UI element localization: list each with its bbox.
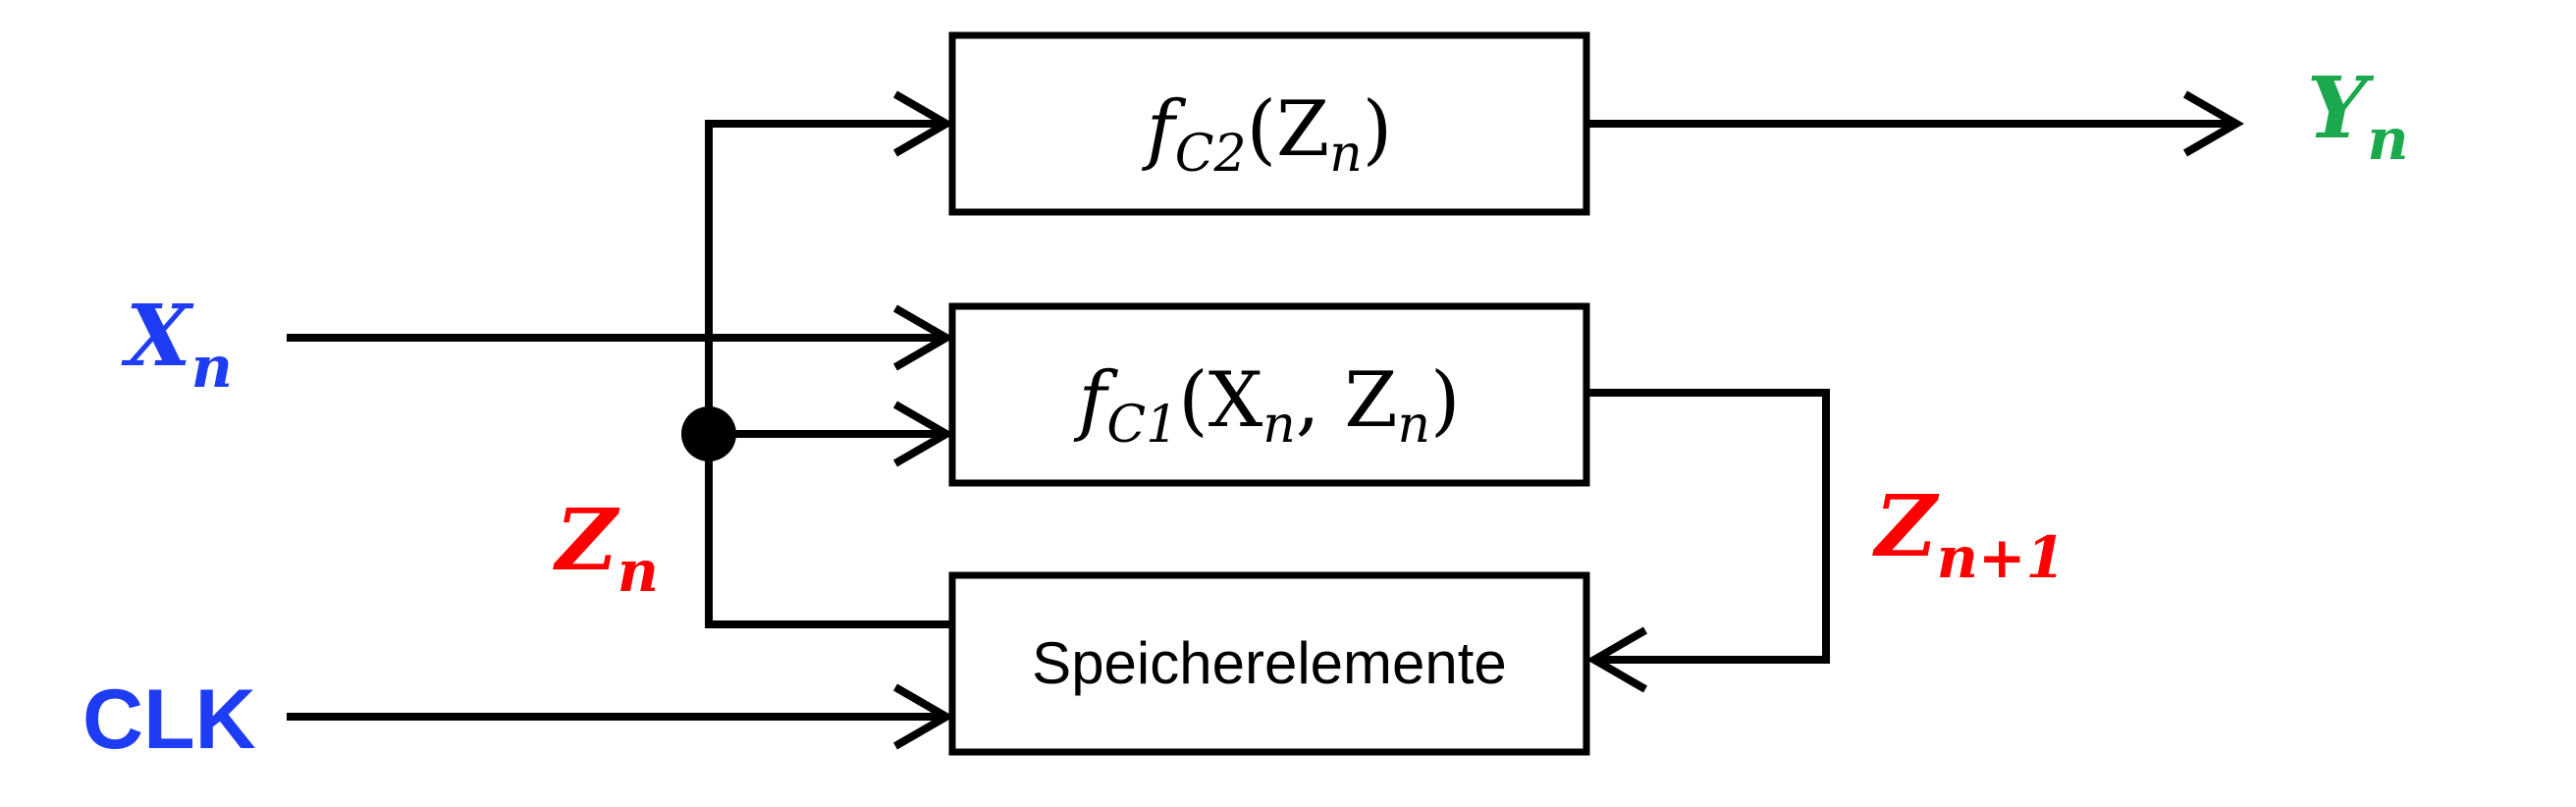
output-function-label: fC2(Zn) — [1142, 85, 1392, 184]
arrowhead-input — [893, 304, 955, 371]
next-state-signal-label: Zn+1 — [1872, 477, 2066, 591]
arrowhead-output — [2183, 90, 2245, 157]
memory-block — [948, 571, 1590, 756]
arrowhead-clock — [893, 683, 955, 750]
clock-signal-label: CLK — [82, 672, 256, 767]
output-signal-label: Yn — [2307, 59, 2409, 173]
junction-dot — [681, 406, 736, 461]
arrowhead-feedback — [1585, 626, 1647, 693]
input-signal-label: Xn — [121, 287, 233, 401]
arrowhead-output-function — [893, 90, 955, 157]
state-signal-label: Zn — [553, 491, 659, 605]
arrowhead-state-next — [893, 401, 955, 467]
next-state-function-block — [948, 302, 1590, 487]
next-state-feedback-wire — [1586, 389, 1830, 664]
memory-label: Speicherelemente — [1032, 630, 1507, 696]
